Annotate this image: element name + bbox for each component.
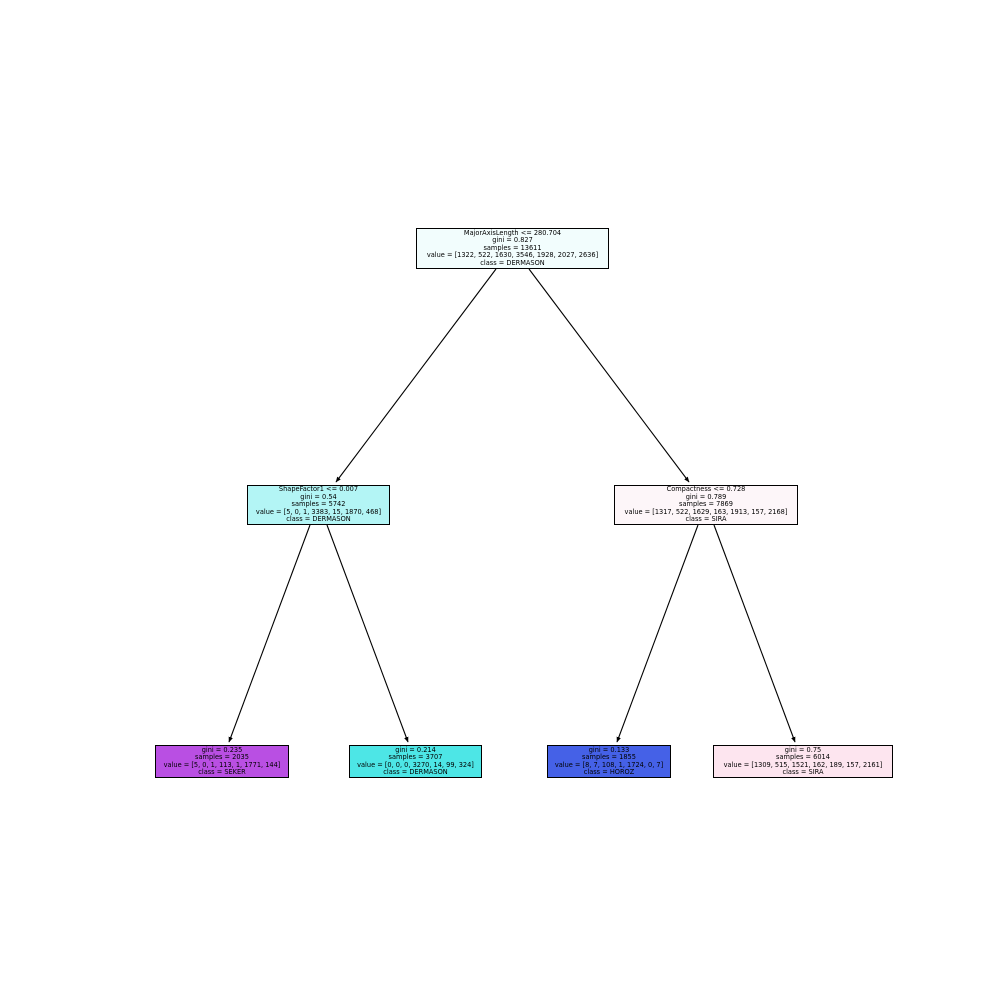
node-text-line: value = [8, 7, 108, 1, 1724, 0, 7] xyxy=(554,760,664,769)
node-text-line: gini = 0.235 xyxy=(201,745,243,754)
node-text-line: value = [5, 0, 1, 113, 1, 1771, 144] xyxy=(163,760,281,769)
edge-right-to-rl xyxy=(616,524,699,743)
node-text-line: samples = 5742 xyxy=(291,500,346,509)
node-text-line: class = DERMASON xyxy=(480,258,545,267)
node-text-line: ShapeFactor1 <= 0.007 xyxy=(278,485,359,494)
node-text-line: class = DERMASON xyxy=(383,767,448,776)
edge-left-to-lr xyxy=(326,524,409,743)
edge-root-to-right xyxy=(528,268,690,483)
node-text-line: gini = 0.827 xyxy=(492,236,533,245)
edge-left-to-ll xyxy=(228,524,311,743)
edge-root-to-left xyxy=(335,268,497,483)
node-text-line: Compactness <= 0.728 xyxy=(666,485,746,494)
node-text-line: samples = 7869 xyxy=(679,500,733,509)
node-text-line: samples = 6014 xyxy=(776,753,830,762)
edge-right-to-rr xyxy=(713,524,796,743)
node-text-line: samples = 3707 xyxy=(388,753,443,762)
node-text-line: class = SIRA xyxy=(782,767,824,776)
node-text-line: value = [1322, 522, 1630, 3546, 1928, 20… xyxy=(426,251,599,260)
node-text-line: samples = 13611 xyxy=(483,243,542,252)
node-text-line: samples = 2035 xyxy=(195,753,249,762)
node-text-line: value = [1309, 515, 1521, 162, 189, 157,… xyxy=(723,760,883,769)
node-text-line: value = [1317, 522, 1629, 163, 1913, 157… xyxy=(624,507,788,516)
node-text-line: samples = 1855 xyxy=(582,753,636,762)
node-text-line: MajorAxisLength <= 280.704 xyxy=(463,228,562,237)
node-text-line: class = HOROZ xyxy=(583,767,635,776)
node-text-line: gini = 0.789 xyxy=(685,492,727,501)
node-text-line: gini = 0.54 xyxy=(300,492,337,501)
node-text-line: class = SEKER xyxy=(198,767,246,776)
node-text-line: gini = 0.133 xyxy=(588,745,630,754)
node-text-line: gini = 0.214 xyxy=(395,745,436,754)
node-text-line: class = DERMASON xyxy=(286,515,351,524)
node-text-line: class = SIRA xyxy=(685,515,727,524)
node-text-line: value = [5, 0, 1, 3383, 15, 1870, 468] xyxy=(255,507,382,516)
tree-edges xyxy=(228,268,796,743)
node-text-line: gini = 0.75 xyxy=(784,745,822,754)
node-text-line: value = [0, 0, 0, 3270, 14, 99, 324] xyxy=(357,760,474,769)
